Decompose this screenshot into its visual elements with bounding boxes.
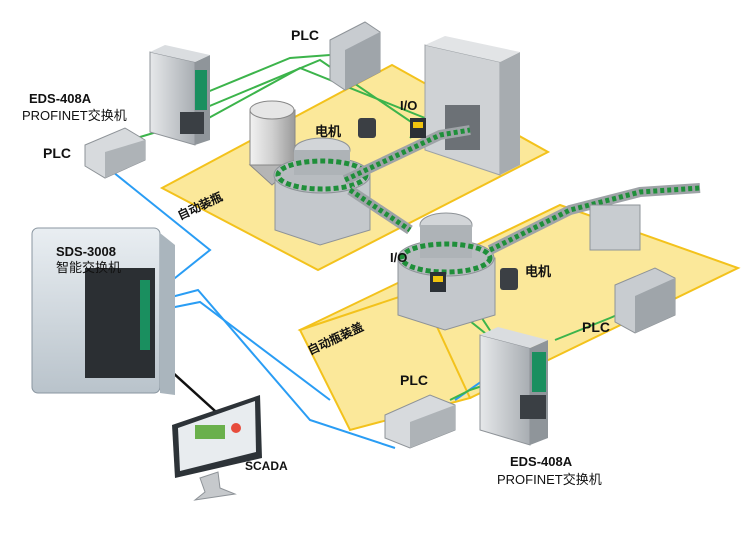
motor-icon xyxy=(358,118,518,290)
label-io-top: I/O xyxy=(400,98,417,113)
label-plc-right: PLC xyxy=(582,319,610,335)
label-plc-left: PLC xyxy=(43,145,71,161)
rotary-filler-icon xyxy=(273,137,371,246)
sds-switch-icon xyxy=(31,227,175,395)
label-sds-desc: 智能交换机 xyxy=(56,260,121,275)
plc-icon xyxy=(614,267,676,334)
label-eds-top-desc: PROFINET交换机 xyxy=(22,108,127,123)
io-module-icon xyxy=(410,118,446,292)
label-eds-bottom-model: EDS-408A xyxy=(510,454,573,469)
label-io-mid: I/O xyxy=(390,250,407,265)
label-motor-top: 电机 xyxy=(315,124,341,139)
plc-icon xyxy=(84,127,146,179)
label-plc-bottom: PLC xyxy=(400,372,428,388)
filling-machine-icon xyxy=(424,36,520,176)
tank-icon xyxy=(248,100,297,186)
plc-icon xyxy=(329,21,381,91)
label-eds-top-model: EDS-408A xyxy=(29,91,92,106)
switch-icon xyxy=(479,327,548,446)
zone-capping-floor-lower xyxy=(298,288,472,432)
capping-machine-icon xyxy=(397,212,496,331)
monitor-icon xyxy=(172,395,262,501)
label-plc-top: PLC xyxy=(291,27,319,43)
label-eds-bottom-desc: PROFINET交换机 xyxy=(497,472,602,487)
plc-icon xyxy=(384,394,456,449)
label-sds-model: SDS-3008 xyxy=(56,244,116,259)
conveyor-icon xyxy=(342,125,701,255)
label-scada: SCADA xyxy=(245,459,288,473)
switch-icon xyxy=(149,45,210,146)
label-motor-mid: 电机 xyxy=(525,264,551,279)
